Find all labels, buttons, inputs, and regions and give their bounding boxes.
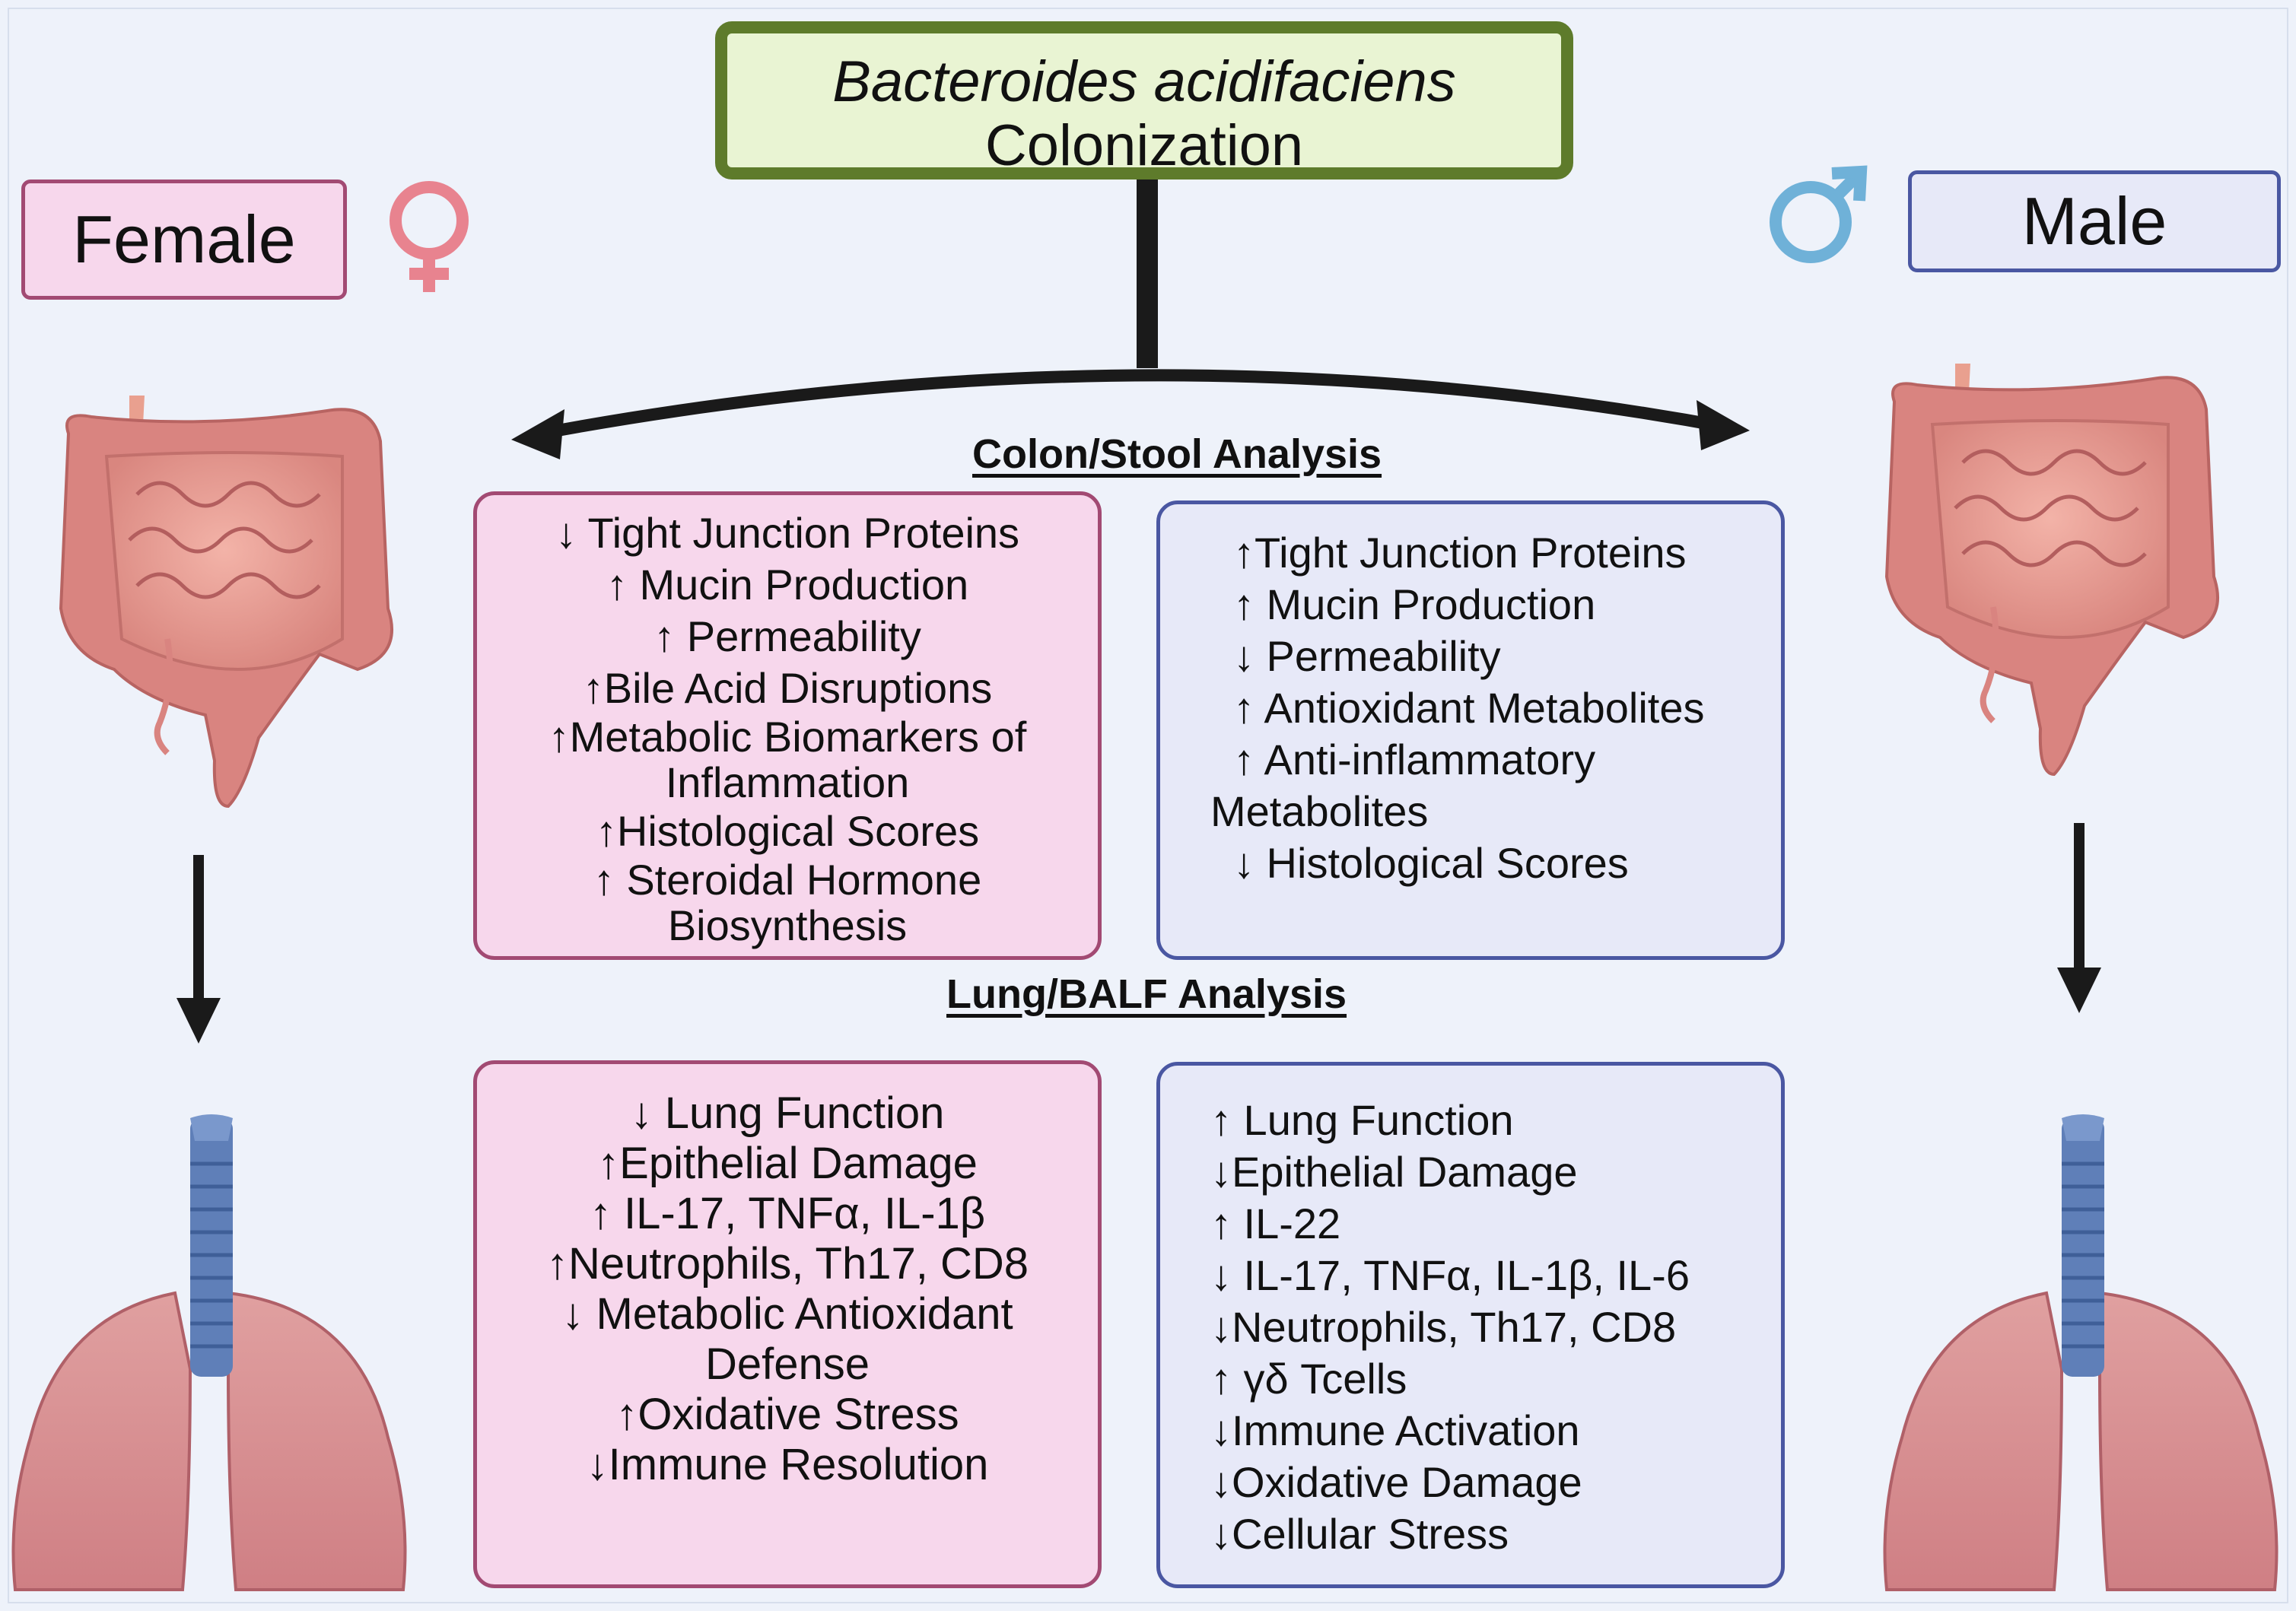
arrow-left-head bbox=[511, 409, 564, 459]
title-subtitle: Colonization bbox=[984, 113, 1304, 178]
female-colon-item: ↑ Permeability bbox=[654, 612, 921, 660]
male-colon-item: ↑ Anti-inflammatory bbox=[1233, 736, 1596, 783]
female-lung-item: ↑Oxidative Stress bbox=[615, 1390, 959, 1439]
male-colon-item: ↑ Antioxidant Metabolites bbox=[1233, 684, 1705, 732]
male-lung-item: ↓Neutrophils, Th17, CD8 bbox=[1210, 1303, 1677, 1351]
female-colon-item: ↑Bile Acid Disruptions bbox=[582, 664, 993, 712]
female-colon-item: ↑ Steroidal Hormone bbox=[593, 856, 982, 904]
diagram-frame bbox=[8, 8, 2288, 1603]
male-lung-panel: ↑ Lung Function ↓Epithelial Damage ↑ IL-… bbox=[1156, 1062, 1785, 1588]
female-colon-item: ↑Histological Scores bbox=[595, 807, 980, 855]
male-colon-panel: ↑Tight Junction Proteins ↑ Mucin Product… bbox=[1156, 500, 1785, 960]
male-colon-item: Metabolites bbox=[1210, 787, 1429, 835]
female-symbol-icon bbox=[390, 181, 469, 292]
male-lung-item: ↓Cellular Stress bbox=[1210, 1510, 1509, 1558]
female-lung-item: ↑Neutrophils, Th17, CD8 bbox=[545, 1239, 1029, 1288]
male-colon-item: ↑Tight Junction Proteins bbox=[1233, 529, 1687, 577]
female-lung-item: ↓Immune Resolution bbox=[586, 1440, 989, 1489]
female-colon-item: ↓ Tight Junction Proteins bbox=[555, 509, 1020, 557]
female-colon-panel: ↓ Tight Junction Proteins ↑ Mucin Produc… bbox=[473, 491, 1102, 960]
female-colon-item: ↑Metabolic Biomarkers of bbox=[548, 713, 1027, 761]
lung-section-heading: Lung/BALF Analysis bbox=[946, 971, 1347, 1017]
female-lung-panel: ↓ Lung Function ↑Epithelial Damage ↑ IL-… bbox=[473, 1060, 1102, 1588]
male-lung-item: ↓ IL-17, TNFα, IL-1β, IL-6 bbox=[1210, 1251, 1690, 1299]
female-lung-item: Defense bbox=[704, 1339, 870, 1389]
male-label: Male bbox=[1908, 170, 2281, 272]
intestine-icon bbox=[1884, 364, 2219, 777]
female-lung-item: ↓ Metabolic Antioxidant bbox=[561, 1289, 1013, 1339]
title-box: Bacteroides acidifaciens Colonization bbox=[715, 21, 1573, 180]
male-lung-item: ↑ IL-22 bbox=[1210, 1200, 1341, 1247]
male-colon-item: ↓ Histological Scores bbox=[1233, 839, 1629, 887]
title-organism: Bacteroides acidifaciens bbox=[832, 49, 1456, 114]
branch-arrows bbox=[511, 180, 1750, 459]
colon-section-heading: Colon/Stool Analysis bbox=[972, 431, 1382, 477]
female-lung-item: ↑ IL-17, TNFα, IL-1β bbox=[589, 1189, 986, 1238]
female-lung-item: ↓ Lung Function bbox=[630, 1088, 945, 1138]
male-colon-item: ↓ Permeability bbox=[1233, 632, 1501, 680]
female-colon-item: ↑ Mucin Production bbox=[606, 561, 969, 608]
female-colon-item: Biosynthesis bbox=[667, 901, 908, 949]
arrow-right-head bbox=[1697, 400, 1750, 450]
male-lung-item: ↑ Lung Function bbox=[1210, 1096, 1514, 1144]
male-lung-item: ↓Oxidative Damage bbox=[1210, 1458, 1582, 1506]
male-symbol-icon bbox=[1770, 165, 1868, 263]
male-colon-item: ↑ Mucin Production bbox=[1233, 580, 1596, 628]
female-colon-item: Inflammation bbox=[665, 758, 910, 806]
lungs-icon bbox=[1883, 1114, 2279, 1591]
female-down-arrow bbox=[176, 855, 221, 1044]
lungs-icon bbox=[11, 1114, 407, 1591]
male-lung-item: ↓Epithelial Damage bbox=[1210, 1148, 1578, 1196]
male-lung-item: ↓Immune Activation bbox=[1210, 1406, 1580, 1454]
female-label: Female bbox=[21, 180, 347, 300]
intestine-icon bbox=[59, 396, 393, 809]
female-lung-item: ↑Epithelial Damage bbox=[597, 1139, 978, 1188]
male-lung-item: ↑ γδ Tcells bbox=[1210, 1355, 1407, 1403]
male-down-arrow bbox=[2057, 823, 2101, 1013]
